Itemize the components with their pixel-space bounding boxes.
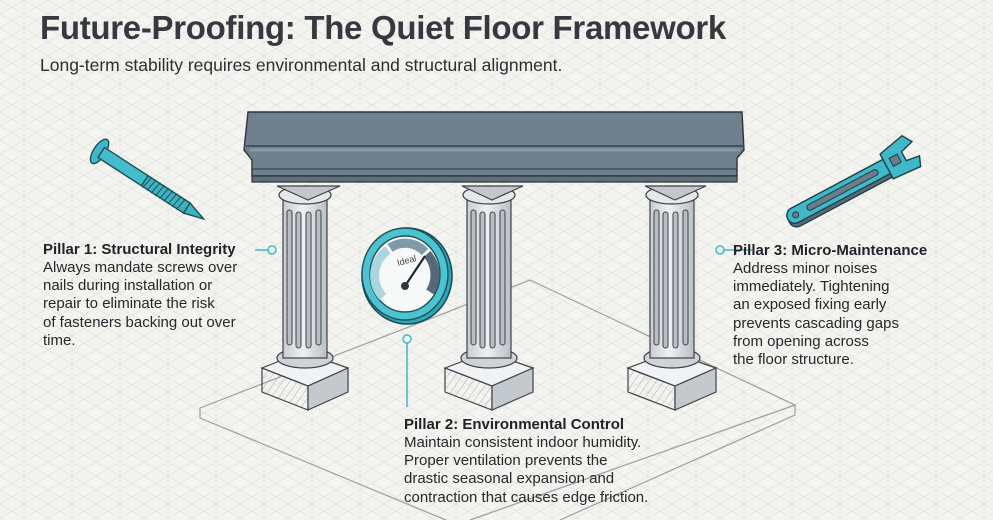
connector-pillar-1 (255, 245, 277, 255)
connector-pillar-2 (402, 334, 412, 407)
pillar-2-title: Pillar 2: Environmental Control (404, 416, 625, 433)
pillar-1-body: Always mandate screws over nails during … (43, 259, 238, 349)
connector-pillar-3 (715, 245, 752, 255)
pillar-3-callout: Pillar 3: Micro-Maintenance Address mino… (733, 241, 983, 369)
column-right (626, 185, 718, 411)
pillar-2-callout: Pillar 2: Environmental Control Maintain… (404, 415, 694, 507)
page-title: Future-Proofing: The Quiet Floor Framewo… (40, 9, 726, 46)
wrench-icon (786, 134, 922, 228)
top-beam (243, 111, 745, 183)
pillar-2-body: Maintain consistent indoor humidity. Pro… (404, 434, 649, 506)
pillar-1-callout: Pillar 1: Structural Integrity Always ma… (43, 240, 273, 350)
humidity-gauge-icon: Ideal (361, 227, 453, 325)
pillar-3-body: Address minor noises immediately. Tighte… (733, 260, 899, 369)
column-left (260, 185, 350, 411)
column-center (443, 185, 535, 411)
screw-icon (89, 138, 206, 221)
page-subtitle: Long-term stability requires environment… (40, 55, 563, 75)
pillar-1-title: Pillar 1: Structural Integrity (43, 241, 236, 258)
gauge-label: Ideal (396, 253, 417, 268)
pillar-3-title: Pillar 3: Micro-Maintenance (733, 242, 928, 259)
